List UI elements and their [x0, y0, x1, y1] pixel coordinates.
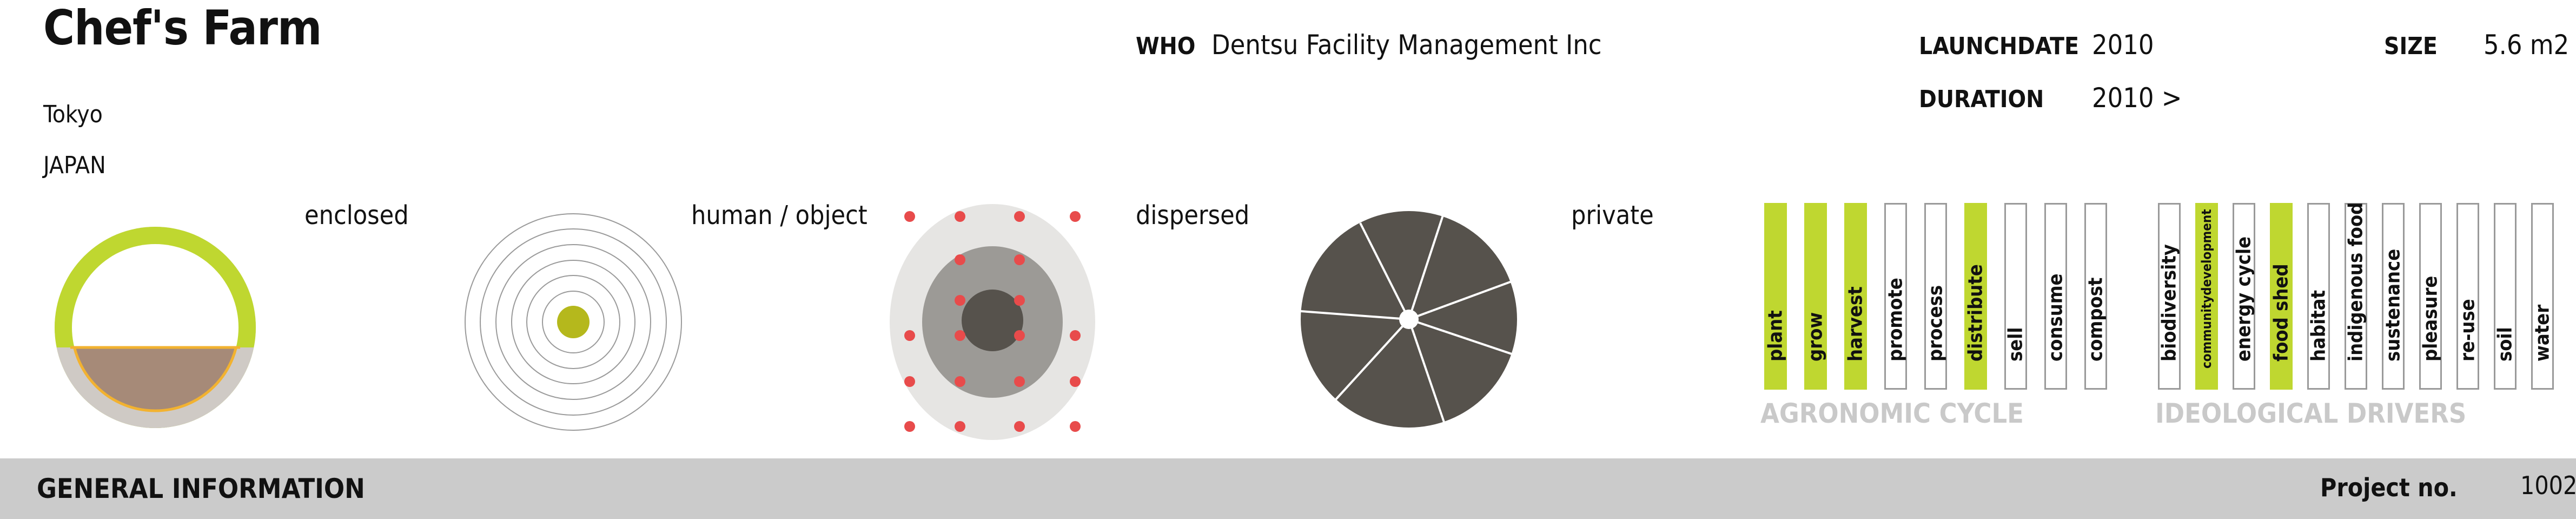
agronomic-cycle-label: consume: [2044, 273, 2067, 362]
dispersed-label: dispersed: [1136, 200, 1250, 231]
ideological-drivers-label: indigenous food: [2345, 202, 2367, 362]
ideological-drivers-box-indigenous-food: indigenous food: [2345, 202, 2367, 390]
scale-diagram: [465, 213, 682, 431]
agronomic-cycle-label: promote: [1884, 278, 1907, 362]
private-diagram: [1300, 211, 1517, 428]
ideological-drivers-box-communitydevelopment: communitydevelopment: [2195, 203, 2218, 390]
ideological-drivers-box-habitat: habitat: [2307, 203, 2330, 390]
project-city: Tokyo: [43, 101, 103, 128]
ideological-drivers-title: IDEOLOGICAL DRIVERS: [2155, 398, 2467, 429]
agronomic-cycle-label: plant: [1764, 310, 1787, 362]
size-value: 5.6 m2: [2484, 29, 2570, 61]
ideological-drivers-box-re-use: re-use: [2456, 203, 2479, 390]
ideological-drivers-label: re-use: [2456, 299, 2479, 362]
ideological-drivers-box-biodiversity: biodiversity: [2158, 203, 2181, 390]
ideological-drivers-label: food shed: [2270, 264, 2293, 362]
ideological-drivers-label: soil: [2494, 327, 2517, 362]
enclosed-diagram: [55, 227, 256, 428]
ideological-drivers-label: habitat: [2307, 290, 2330, 362]
agronomic-cycle-label: process: [1924, 285, 1947, 362]
agronomic-cycle-box-grow: grow: [1804, 203, 1827, 390]
ideological-drivers-box-food-shed: food shed: [2270, 203, 2293, 390]
ideological-drivers-box-soil: soil: [2494, 203, 2517, 390]
agronomic-cycle-box-compost: compost: [2084, 203, 2107, 390]
scale-label: human / object: [691, 200, 868, 231]
enclosure-soil: [72, 347, 238, 412]
agronomic-cycle-label: sell: [2004, 327, 2027, 362]
agronomic-cycle-box-consume: consume: [2044, 203, 2067, 390]
ideological-drivers-label: biodiversity: [2158, 244, 2181, 362]
launchdate-value: 2010: [2092, 29, 2154, 61]
project-number-label: Project no.: [2320, 473, 2458, 502]
who-value: Dentsu Facility Management Inc: [1211, 29, 1602, 61]
ideological-drivers-box-water: water: [2531, 203, 2554, 390]
human-object-dot: [557, 306, 590, 338]
ideological-drivers-label: pleasure: [2419, 275, 2442, 362]
agronomic-cycle-box-promote: promote: [1884, 203, 1907, 390]
ideological-drivers-box-pleasure: pleasure: [2419, 203, 2442, 390]
agronomic-cycle-title: AGRONOMIC CYCLE: [1760, 398, 2024, 429]
agronomic-cycle-box-process: process: [1924, 203, 1947, 390]
ideological-drivers-label: energy cycle: [2233, 236, 2255, 362]
project-title: Chef's Farm: [43, 0, 322, 56]
agronomic-cycle-box-sell: sell: [2004, 203, 2027, 390]
agronomic-cycle-label: distribute: [1964, 264, 1987, 362]
duration-value: 2010 >: [2092, 82, 2182, 114]
agronomic-cycle-label: compost: [2084, 277, 2107, 362]
size-label: SIZE: [2384, 32, 2438, 60]
agronomic-cycle-box-plant: plant: [1764, 203, 1787, 390]
agronomic-cycle-box-harvest: harvest: [1844, 203, 1867, 390]
private-label: private: [1571, 200, 1654, 231]
ideological-drivers-box-sustenance: sustenance: [2382, 203, 2405, 390]
general-information-label: GENERAL INFORMATION: [37, 473, 365, 504]
ideological-drivers-box-energy-cycle: energy cycle: [2233, 203, 2255, 390]
dispersed-diagram: [890, 204, 1095, 440]
footer-bar: [0, 458, 2576, 519]
who-label: WHO: [1136, 32, 1196, 60]
agronomic-cycle-label: harvest: [1844, 286, 1867, 362]
project-country: JAPAN: [43, 152, 106, 179]
project-number-value: 1002: [2520, 471, 2576, 500]
ideological-drivers-label: communitydevelopment: [2199, 209, 2214, 369]
ideological-drivers-label: sustenance: [2382, 248, 2405, 362]
agronomic-cycle-box-distribute: distribute: [1964, 203, 1987, 390]
dispersed-markers: [904, 211, 1081, 432]
launchdate-label: LAUNCHDATE: [1919, 32, 2080, 60]
agronomic-cycle-label: grow: [1804, 312, 1827, 362]
ideological-drivers-label: water: [2531, 304, 2554, 362]
duration-label: DURATION: [1919, 86, 2044, 113]
enclosed-label: enclosed: [304, 200, 409, 231]
